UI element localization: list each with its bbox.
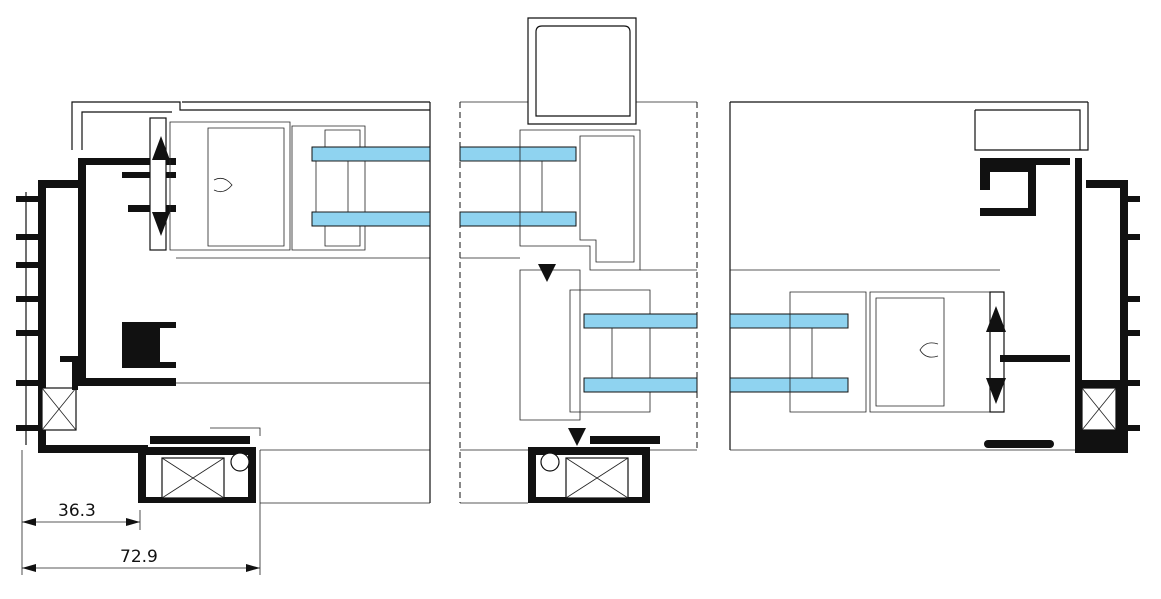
center-glass-lower-bottom [583,377,698,393]
center-glass-upper-top [459,146,577,162]
dimension-label-36-3: 36.3 [58,501,96,521]
left-bottom-track [138,427,261,503]
right-glass-pane-bottom [729,377,849,393]
right-frame-section [729,101,1140,453]
center-glass-upper-bottom [459,211,577,227]
interlock-head [527,17,637,125]
center-interlock-section [459,17,698,504]
center-glass-lower-top [583,313,698,329]
right-glass-pane-top [729,313,849,329]
left-glass-pane-bottom [311,211,431,227]
left-sash-assembly [149,117,431,251]
dimension-label-72-9: 72.9 [120,547,158,567]
left-glass-pane-top [311,146,431,162]
dimension-lines: 36.3 72.9 [21,450,261,575]
left-frame-section [16,101,431,504]
